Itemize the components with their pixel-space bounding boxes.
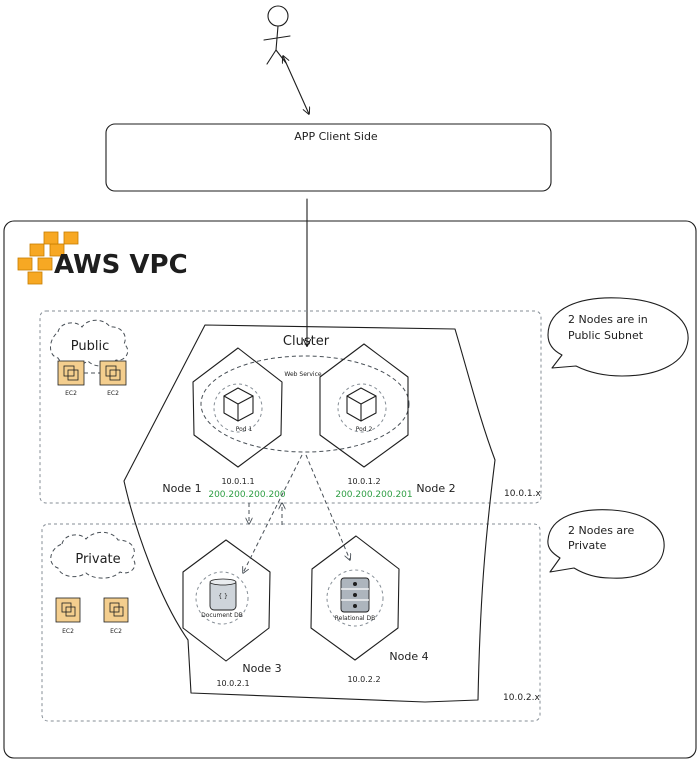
aws-cube-block bbox=[43, 231, 59, 245]
node-1-name: Node 1 bbox=[162, 482, 201, 495]
cluster-boundary bbox=[123, 324, 496, 703]
document-db-icon bbox=[209, 578, 237, 611]
node-4-content: Relational DB bbox=[335, 615, 375, 622]
pod-cube-icon bbox=[346, 387, 377, 422]
private-subnet-cidr: 10.0.2.x bbox=[503, 693, 540, 703]
node-1-ip: 10.0.1.1 bbox=[221, 477, 254, 486]
vpc-container bbox=[3, 220, 697, 759]
web-service-group bbox=[200, 355, 410, 453]
ec2-label: EC2 bbox=[65, 390, 77, 397]
private-subnet-cloud-icon bbox=[50, 531, 136, 579]
vpc-title: AWS VPC bbox=[54, 250, 188, 280]
private-callout-line1: 2 Nodes are bbox=[568, 524, 634, 537]
public-callout-line2: Public Subnet bbox=[568, 329, 644, 342]
cluster-label: Cluster bbox=[283, 334, 330, 349]
public-subnet-label: Public bbox=[71, 339, 109, 354]
node-1[interactable] bbox=[192, 347, 283, 468]
node-2-ip: 10.0.1.2 bbox=[347, 477, 380, 486]
node-2[interactable] bbox=[319, 343, 409, 468]
ec2-instance-icon[interactable] bbox=[55, 597, 81, 623]
ec2-label: EC2 bbox=[62, 628, 74, 635]
private-callout-line2: Private bbox=[568, 539, 607, 552]
node-3[interactable] bbox=[182, 539, 271, 662]
node-2-content: Pod 2 bbox=[356, 426, 373, 433]
ec2-label: EC2 bbox=[107, 390, 119, 397]
pod-cube-icon bbox=[223, 387, 254, 422]
node-3-name: Node 3 bbox=[242, 662, 281, 675]
public-subnet-cloud-icon bbox=[50, 319, 129, 367]
node-1-content: Pod 1 bbox=[236, 426, 253, 433]
public-subnet-cidr: 10.0.1.x bbox=[504, 489, 541, 499]
ec2-instance-icon[interactable] bbox=[103, 597, 129, 623]
node-3-content: Document DB bbox=[201, 612, 243, 619]
public-callout-line1: 2 Nodes are in bbox=[568, 313, 648, 326]
aws-cube-block bbox=[27, 271, 43, 285]
ec2-label: EC2 bbox=[110, 628, 122, 635]
aws-cube-block bbox=[29, 243, 45, 257]
node-3-ip: 10.0.2.1 bbox=[216, 679, 249, 688]
node-4-name: Node 4 bbox=[389, 650, 428, 663]
document-db-glyph: { } bbox=[218, 593, 228, 600]
relational-db-icon bbox=[340, 577, 370, 613]
private-subnet-label: Private bbox=[75, 552, 120, 567]
node-4-ip: 10.0.2.2 bbox=[347, 675, 380, 684]
service-reldb-arrow bbox=[305, 454, 350, 560]
aws-cubes-icon bbox=[17, 231, 79, 285]
user-client-arrow bbox=[283, 56, 309, 114]
ec2-instance-icon[interactable] bbox=[57, 360, 85, 386]
web-service-label: Web Service bbox=[284, 371, 321, 378]
aws-cube-block bbox=[63, 231, 79, 245]
private-subnet bbox=[41, 523, 541, 722]
private-callout-bubble bbox=[547, 509, 665, 579]
client-box[interactable]: APP Client Side bbox=[105, 123, 552, 192]
user-icon bbox=[263, 5, 291, 65]
ec2-instance-icon[interactable] bbox=[99, 360, 127, 386]
service-docdb-arrow bbox=[243, 454, 303, 573]
node-4[interactable] bbox=[310, 535, 400, 661]
public-subnet bbox=[39, 310, 542, 504]
public-callout-bubble bbox=[547, 297, 689, 377]
node-2-name: Node 2 bbox=[416, 482, 455, 495]
node-1-public-ip: 200.200.200.200 bbox=[208, 490, 286, 500]
node-2-public-ip: 200.200.200.201 bbox=[335, 490, 412, 500]
aws-cube-block bbox=[37, 257, 53, 271]
aws-cube-block bbox=[17, 257, 33, 271]
client-label: APP Client Side bbox=[294, 130, 378, 143]
